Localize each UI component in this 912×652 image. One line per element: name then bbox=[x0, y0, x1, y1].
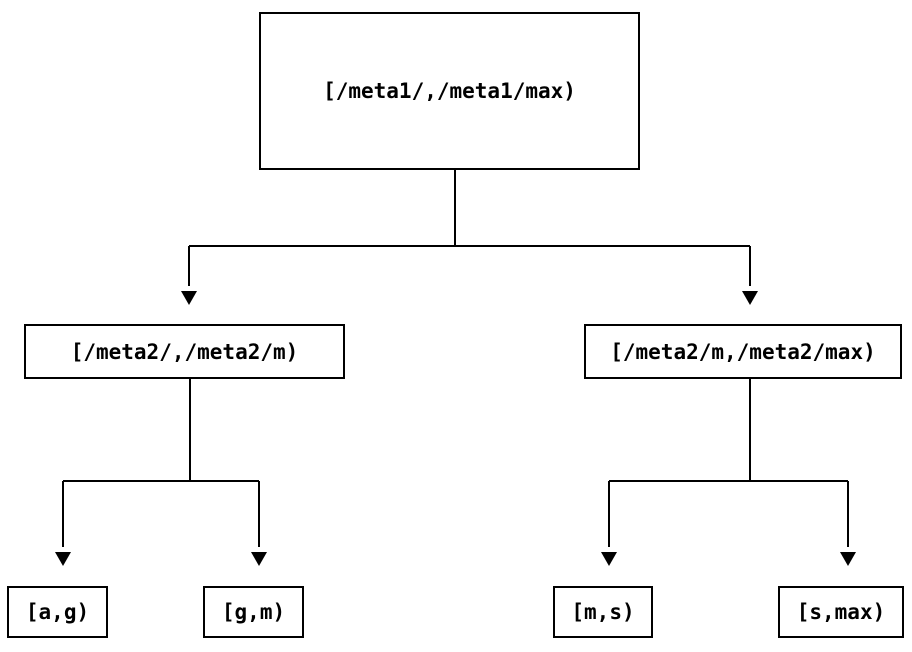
arrowhead-right-child bbox=[742, 291, 758, 305]
arrowhead-leaf-smax bbox=[840, 552, 856, 566]
node-left-child: [/meta2/,/meta2/m) bbox=[24, 324, 345, 379]
node-leaf-ag: [a,g) bbox=[7, 586, 108, 638]
node-right-child: [/meta2/m,/meta2/max) bbox=[584, 324, 902, 379]
arrowhead-leaf-ms bbox=[601, 552, 617, 566]
node-root: [/meta1/,/meta1/max) bbox=[259, 12, 640, 170]
node-leaf-ms: [m,s) bbox=[553, 586, 653, 638]
arrowhead-left-child bbox=[181, 291, 197, 305]
node-leaf-smax: [s,max) bbox=[778, 586, 904, 638]
arrowhead-leaf-gm bbox=[251, 552, 267, 566]
arrowhead-leaf-ag bbox=[55, 552, 71, 566]
node-leaf-gm: [g,m) bbox=[203, 586, 304, 638]
